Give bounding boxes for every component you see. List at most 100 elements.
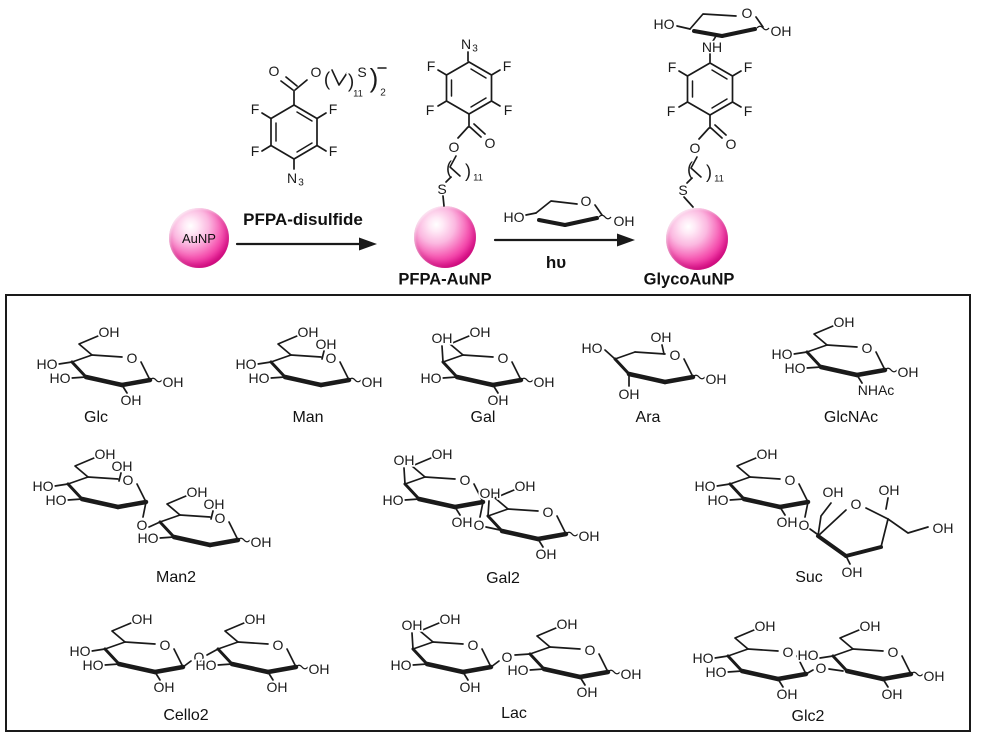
svg-text:HO: HO	[582, 340, 603, 356]
svg-text:O: O	[690, 140, 701, 156]
glyco-aunp-name-label: GlycoAuNP	[643, 270, 735, 289]
pfpa-aunp-name-label: PFPA-AuNP	[398, 270, 492, 289]
svg-text:OH: OH	[187, 484, 208, 500]
svg-text:OH: OH	[440, 611, 461, 627]
svg-text:O: O	[670, 347, 681, 363]
svg-text:O: O	[581, 193, 592, 209]
svg-text:(: (	[446, 158, 452, 178]
svg-text:OH: OH	[879, 482, 900, 498]
svg-text:OH: OH	[882, 686, 903, 702]
svg-text:O: O	[726, 136, 737, 152]
svg-text:HO: HO	[695, 478, 716, 494]
svg-text:O: O	[799, 517, 810, 533]
svg-text:F: F	[329, 101, 338, 117]
svg-text:OH: OH	[121, 392, 142, 408]
svg-text:OH: OH	[777, 514, 798, 530]
svg-text:HO: HO	[46, 492, 67, 508]
svg-text:OH: OH	[362, 374, 383, 390]
svg-text:OH: OH	[557, 616, 578, 632]
svg-text:F: F	[667, 103, 676, 119]
svg-text:OH: OH	[251, 534, 272, 550]
svg-text:OH: OH	[470, 324, 491, 340]
svg-text:F: F	[426, 102, 435, 118]
svg-text:O: O	[468, 637, 479, 653]
svg-text:N: N	[287, 170, 297, 186]
svg-text:OH: OH	[95, 446, 116, 462]
svg-text:HO: HO	[798, 647, 819, 663]
svg-text:O: O	[215, 510, 226, 526]
svg-text:O: O	[498, 350, 509, 366]
svg-text:O: O	[123, 472, 134, 488]
arrow1-reagent-label: PFPA-disulfide	[243, 210, 363, 229]
svg-text:F: F	[251, 101, 260, 117]
svg-text:HO: HO	[391, 657, 412, 673]
svg-text:(: (	[687, 159, 693, 179]
svg-text:O: O	[785, 472, 796, 488]
sugar-label-suc: Suc	[795, 569, 823, 586]
sugar-label-man2: Man2	[155, 569, 197, 586]
glyco-aunp-sphere	[666, 208, 728, 270]
svg-text:OH: OH	[898, 364, 919, 380]
svg-text:OH: OH	[298, 324, 319, 340]
sugar-label-gal: Gal	[470, 409, 496, 426]
svg-text:HO: HO	[785, 360, 806, 376]
arrow2-hv-label: hυ	[545, 253, 567, 272]
svg-text:HO: HO	[83, 657, 104, 673]
svg-text:OH: OH	[163, 374, 184, 390]
svg-text:N: N	[461, 36, 471, 52]
svg-text:O: O	[742, 5, 753, 21]
svg-text:O: O	[502, 649, 513, 665]
svg-text:O: O	[326, 350, 337, 366]
svg-text:F: F	[744, 103, 753, 119]
svg-text:OH: OH	[621, 666, 642, 682]
svg-text:OH: OH	[755, 618, 776, 634]
svg-text:O: O	[816, 660, 827, 676]
svg-text:O: O	[311, 64, 322, 80]
svg-text:OH: OH	[933, 520, 954, 536]
svg-text:O: O	[888, 644, 899, 660]
svg-text:O: O	[485, 135, 496, 151]
svg-text:HO: HO	[138, 530, 159, 546]
svg-text:HO: HO	[504, 209, 525, 225]
svg-text:OH: OH	[460, 679, 481, 695]
svg-text:3: 3	[298, 178, 304, 189]
svg-text:NHAc: NHAc	[858, 382, 895, 398]
svg-text:OH: OH	[771, 23, 792, 39]
svg-text:HO: HO	[236, 356, 257, 372]
svg-text:OH: OH	[452, 514, 473, 530]
svg-text:OH: OH	[132, 611, 153, 627]
sugar-label-ara: Ara	[635, 409, 661, 426]
svg-text:O: O	[160, 637, 171, 653]
svg-text:OH: OH	[577, 684, 598, 700]
svg-text:O: O	[543, 504, 554, 520]
svg-text:O: O	[474, 517, 485, 533]
svg-text:F: F	[251, 143, 260, 159]
svg-text:OH: OH	[267, 679, 288, 695]
svg-text:OH: OH	[309, 661, 330, 677]
svg-text:F: F	[744, 59, 753, 75]
svg-text:O: O	[137, 517, 148, 533]
pfpa-aunp-sphere	[414, 206, 476, 268]
svg-text:): )	[465, 161, 471, 181]
svg-text:HO: HO	[196, 657, 217, 673]
svg-text:HO: HO	[706, 664, 727, 680]
svg-text:OH: OH	[536, 546, 557, 562]
svg-text:HO: HO	[37, 356, 58, 372]
svg-text:11: 11	[353, 89, 363, 100]
svg-text:HO: HO	[693, 650, 714, 666]
sugar-label-cello2: Cello2	[163, 707, 209, 724]
sugar-label-glcnac: GlcNAc	[823, 409, 879, 426]
svg-text:OH: OH	[515, 478, 536, 494]
svg-text:OH: OH	[860, 618, 881, 634]
svg-text:HO: HO	[33, 478, 54, 494]
